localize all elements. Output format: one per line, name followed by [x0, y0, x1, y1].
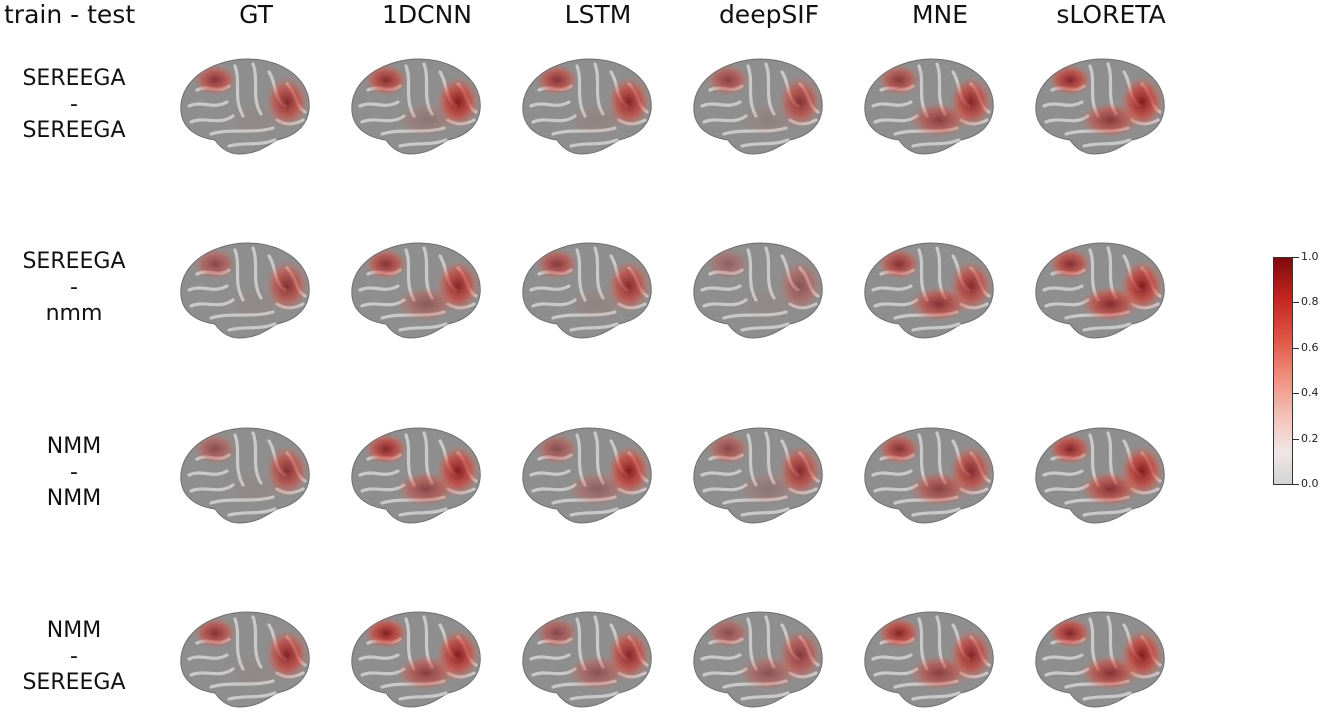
- brain-panel: [511, 234, 661, 346]
- brain-panel: [169, 419, 319, 531]
- brain-panel: [1024, 234, 1174, 346]
- column-header-1dcnn: 1DCNN: [381, 0, 472, 29]
- column-header-mne: MNE: [911, 0, 969, 29]
- brain-panel: [169, 50, 319, 162]
- brain-panel: [511, 50, 661, 162]
- colorbar-tick-label: 1.0: [1301, 250, 1319, 263]
- brain-panel: [1024, 50, 1174, 162]
- colorbar-tick-label: 0.8: [1301, 295, 1319, 308]
- brain-panel: [169, 603, 319, 715]
- brain-panel: [1024, 419, 1174, 531]
- brain-panel: [340, 50, 490, 162]
- brain-panel: [340, 603, 490, 715]
- brain-panel: [169, 234, 319, 346]
- brain-panel: [340, 234, 490, 346]
- brain-panel: [853, 50, 1003, 162]
- brain-panel: [853, 419, 1003, 531]
- brain-panel: [1024, 603, 1174, 715]
- column-header-gt: GT: [239, 0, 273, 29]
- column-header-sloreta: sLORETA: [1056, 0, 1166, 29]
- row-label-sereega-nmm: SEREEGA-nmm: [22, 249, 126, 326]
- column-header-deepsif: deepSIF: [718, 0, 820, 29]
- brain-panel: [682, 419, 832, 531]
- colorbar-tick-label: 0.6: [1301, 341, 1319, 354]
- row-label-sereega-sereega: SEREEGA-SEREEGA: [22, 66, 126, 143]
- colorbar-tick-label: 0.2: [1301, 432, 1319, 445]
- brain-panel: [853, 603, 1003, 715]
- colorbar-tick: [1293, 257, 1299, 258]
- colorbar-tick: [1293, 439, 1299, 440]
- colorbar-tick-label: 0.4: [1301, 386, 1319, 399]
- colorbar-tick: [1293, 348, 1299, 349]
- brain-panel: [682, 603, 832, 715]
- row-label-nmm-nmm: NMM-NMM: [46, 434, 102, 511]
- row-label-nmm-sereega: NMM-SEREEGA: [22, 618, 126, 695]
- brain-panel: [340, 419, 490, 531]
- brain-panel: [682, 234, 832, 346]
- colorbar-tick: [1293, 484, 1299, 485]
- brain-panel: [511, 419, 661, 531]
- corner-label: train - test: [4, 0, 136, 29]
- colorbar: [1273, 257, 1293, 485]
- colorbar-tick: [1293, 393, 1299, 394]
- column-header-lstm: LSTM: [564, 0, 632, 29]
- colorbar-tick: [1293, 302, 1299, 303]
- colorbar-tick-label: 0.0: [1301, 477, 1319, 490]
- brain-panel: [853, 234, 1003, 346]
- brain-panel: [511, 603, 661, 715]
- brain-panel: [682, 50, 832, 162]
